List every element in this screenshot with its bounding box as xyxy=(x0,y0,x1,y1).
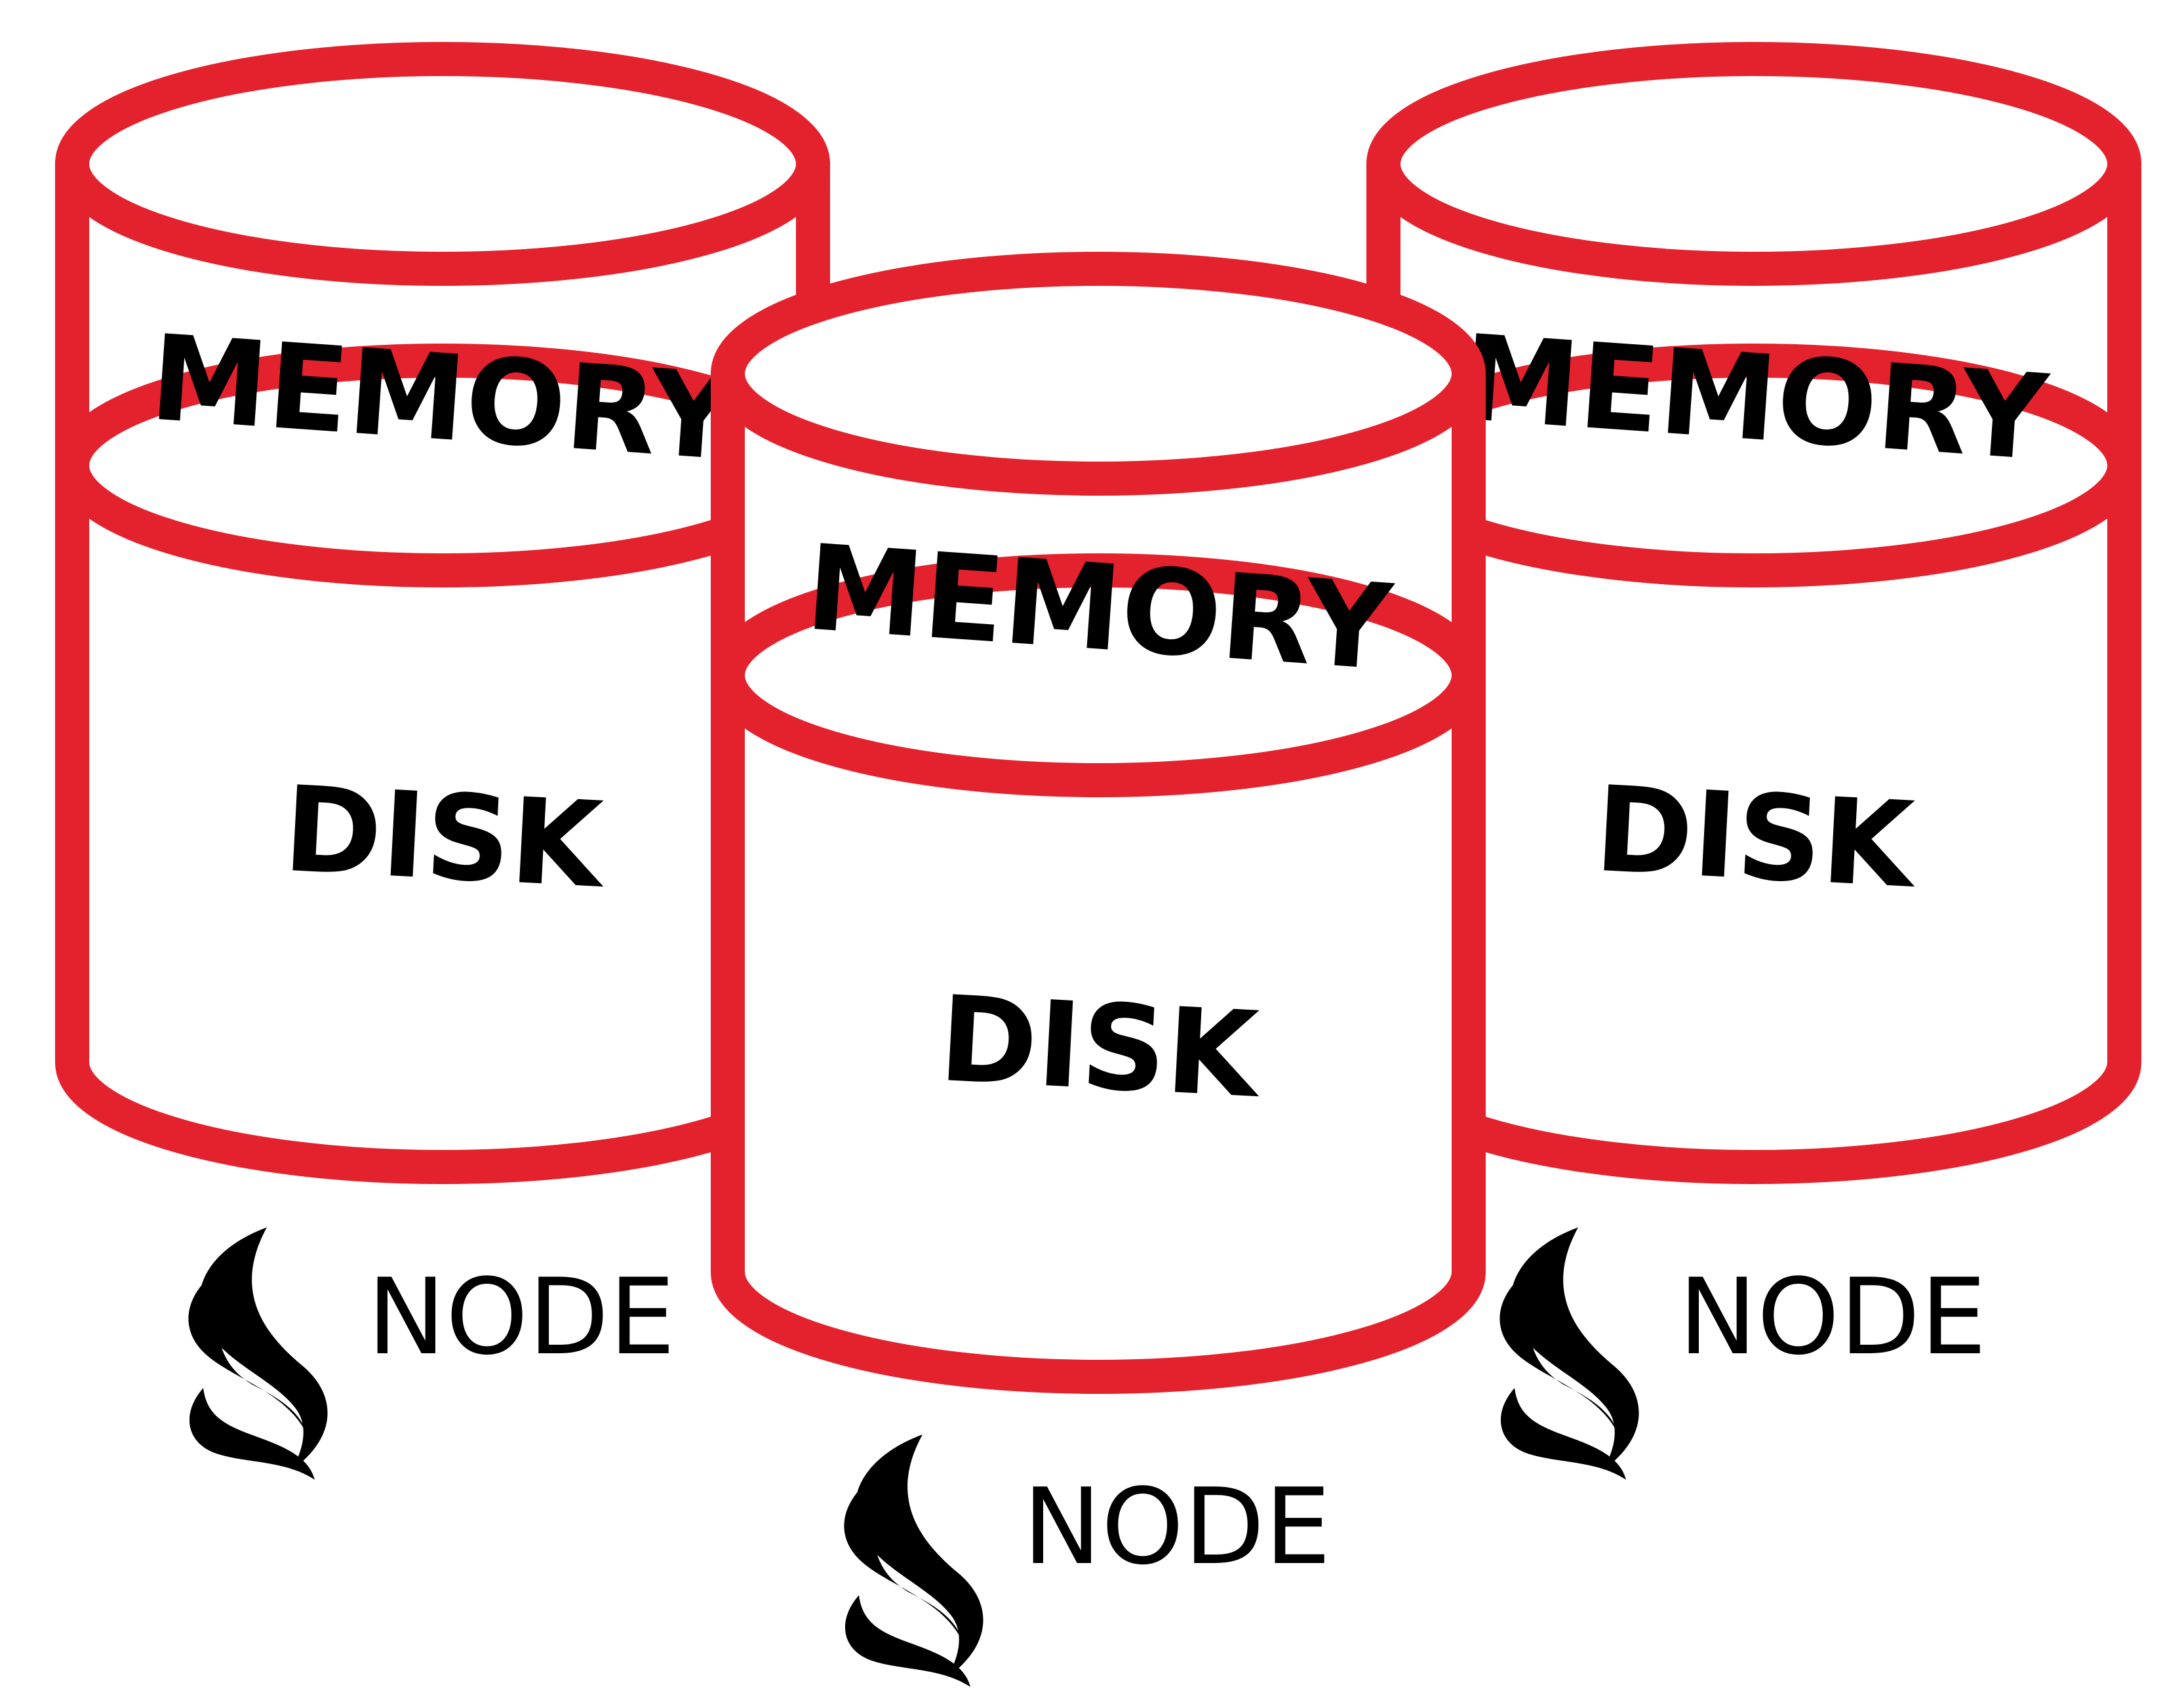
node-right: MEMORY DISK NODE xyxy=(1366,42,2141,1480)
node-left: MEMORY DISK NODE xyxy=(55,42,830,1480)
disk-label-right: DISK xyxy=(1592,761,1920,915)
flame-logo-icon xyxy=(188,1227,328,1480)
flame-logo-icon xyxy=(1499,1227,1639,1480)
cylinder-center xyxy=(711,252,1486,1394)
node-label-left: NODE xyxy=(367,1256,675,1378)
cylinder-right xyxy=(1366,42,2141,1184)
node-label-center: NODE xyxy=(1023,1465,1331,1588)
node-label-right: NODE xyxy=(1678,1256,1987,1378)
disk-label-left: DISK xyxy=(281,761,609,915)
node-center: MEMORY DISK NODE xyxy=(711,252,1486,1687)
cylinder-left xyxy=(55,42,830,1184)
disk-label-center: DISK xyxy=(936,971,1265,1124)
flame-logo-icon xyxy=(844,1435,983,1687)
